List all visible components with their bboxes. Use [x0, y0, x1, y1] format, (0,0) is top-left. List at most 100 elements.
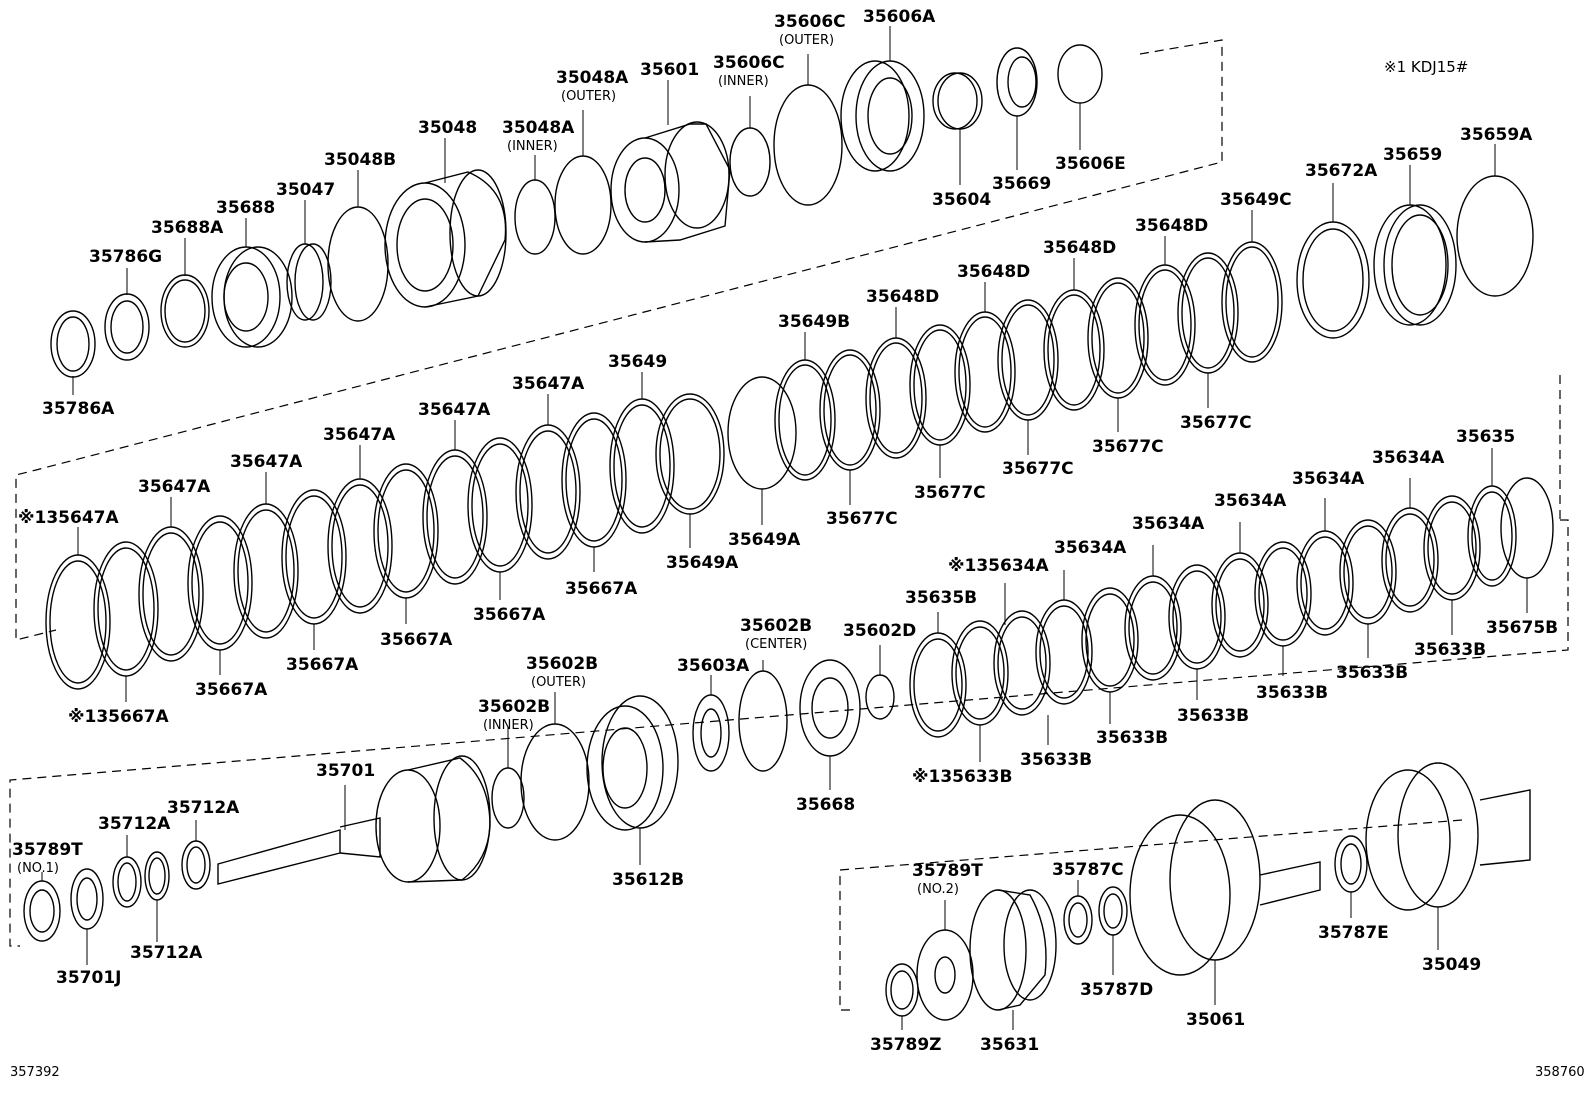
plate-r2-14 [655, 393, 725, 515]
piston-35659 [1373, 204, 1457, 326]
shaft-35701 [217, 755, 491, 885]
oring-35602B-inner [491, 767, 525, 829]
spring-35604 [932, 72, 983, 130]
part-label-35634A-3: 35634A [1214, 491, 1287, 511]
carrier-35049 [1365, 762, 1531, 911]
oring-35606C-inner [729, 127, 771, 197]
oring-35048A-inner [514, 179, 556, 255]
oring-35602B-center [738, 670, 788, 772]
part-label-35789Z: 35789Z [870, 1035, 941, 1055]
bearing-35606A [840, 60, 925, 172]
part-label-35789T-1: 35789T [12, 840, 83, 860]
row-2-parts [45, 175, 1534, 690]
ring-35787E [1334, 835, 1368, 893]
ring-35789T-no1 [23, 880, 61, 942]
part-label-35606E: 35606E [1055, 154, 1126, 174]
washer-35701J [70, 868, 104, 930]
plate-r2-2 [93, 541, 159, 677]
part-label-35634A-6: ※135634A [948, 556, 1049, 576]
part-label-35048: 35048 [418, 118, 477, 138]
part-label-35649: 35649 [608, 352, 667, 372]
plate-r3-3 [993, 610, 1051, 716]
part-label-35648D-4: 35648D [866, 287, 939, 307]
plate-r3-12 [1381, 507, 1439, 613]
part-label-35668: 35668 [796, 795, 855, 815]
part-label-35633B-6: 35633B [1020, 750, 1092, 770]
part-label-35606A: 35606A [863, 7, 936, 27]
ring-35789Z [885, 963, 919, 1017]
part-label-35049: 35049 [1422, 955, 1481, 975]
plate-r2-25 [1221, 241, 1283, 363]
ring-35712A-3 [181, 840, 211, 890]
part-label-35667A-2: 35667A [473, 605, 546, 625]
part-sublabel-35602B-center: (CENTER) [745, 637, 807, 652]
oring-35048A-outer [554, 155, 612, 255]
part-label-35672A: 35672A [1305, 161, 1378, 181]
plate-35789T-no2 [916, 929, 974, 1021]
plate-r2-8 [373, 463, 439, 599]
part-sublabel-35789T-1: (NO.1) [17, 861, 59, 876]
part-label-35659: 35659 [1383, 145, 1442, 165]
part-label-35606C-inner: 35606C [713, 53, 785, 73]
part-label-35648D-3: 35648D [957, 262, 1030, 282]
part-sublabel-35602B-outer: (OUTER) [531, 675, 586, 690]
bearing-35668 [799, 659, 861, 757]
plate-r2-15 [774, 359, 836, 481]
part-label-35602B-inner: 35602B [478, 697, 550, 717]
part-label-35688A: 35688A [151, 218, 224, 238]
snap-ring-35675B [1500, 477, 1554, 579]
ring-35787C [1063, 895, 1093, 945]
snap-ring-35606E [1057, 44, 1103, 104]
part-label-35601: 35601 [640, 60, 699, 80]
drum-35061 [1129, 799, 1321, 976]
part-label-35712A-2: 35712A [167, 798, 240, 818]
part-label-35677C-4: 35677C [914, 483, 986, 503]
diagram-code-left: 357392 [10, 1065, 60, 1080]
bearing-35688 [211, 246, 293, 348]
part-label-35602D: 35602D [843, 621, 916, 641]
part-label-35677C-3: 35677C [1002, 459, 1074, 479]
part-label-35634A-5: 35634A [1054, 538, 1127, 558]
plate-r3-1 [909, 632, 967, 738]
plate-r2-1 [45, 554, 111, 690]
seal-35669 [996, 47, 1038, 117]
part-label-35649B: 35649B [778, 312, 850, 332]
ring-35786G [104, 293, 150, 361]
drum-35601 [610, 121, 731, 243]
part-label-35667A-1: 35667A [565, 579, 638, 599]
part-label-35634A-4: 35634A [1132, 514, 1205, 534]
part-sublabel-35606C-outer: (OUTER) [779, 33, 834, 48]
kdj15-note: ※1 KDJ15# [1384, 58, 1468, 76]
part-label-35701: 35701 [316, 761, 375, 781]
snap-ring-35659A [1456, 175, 1534, 297]
ring-35787D [1098, 886, 1128, 936]
part-label-35649A-1: 35649A [728, 530, 801, 550]
oring-35602B-outer [520, 723, 590, 841]
part-label-35667A-4: 35667A [286, 655, 359, 675]
part-label-35635: 35635 [1456, 427, 1515, 447]
part-label-35048A-inner: 35048A [502, 118, 575, 138]
part-label-35786G: 35786G [89, 247, 162, 267]
plate-r3-4 [1035, 599, 1093, 705]
part-label-35647A-5: 35647A [138, 477, 211, 497]
oring-35048B [327, 206, 389, 322]
part-label-35602B-center: 35602B [740, 616, 812, 636]
part-label-35602B-outer: 35602B [526, 654, 598, 674]
part-label-35677C-1: 35677C [1180, 413, 1252, 433]
part-label-35688: 35688 [216, 198, 275, 218]
snap-ring-35688A [160, 274, 210, 348]
ring-35712A-1 [112, 856, 142, 908]
plate-r3-2 [951, 620, 1009, 726]
part-label-35786A: 35786A [42, 399, 115, 419]
part-label-35677C-5: 35677C [826, 509, 898, 529]
plate-r2-24 [1177, 252, 1239, 374]
part-label-35649A-2: 35649A [666, 553, 739, 573]
part-label-35048A-outer: 35048A [556, 68, 629, 88]
oring-35606C-outer [773, 84, 843, 206]
part-label-35701J: 35701J [56, 968, 121, 988]
leader-lines [41, 26, 1528, 1030]
part-label-35647A-3: 35647A [323, 425, 396, 445]
part-label-35047: 35047 [276, 180, 335, 200]
